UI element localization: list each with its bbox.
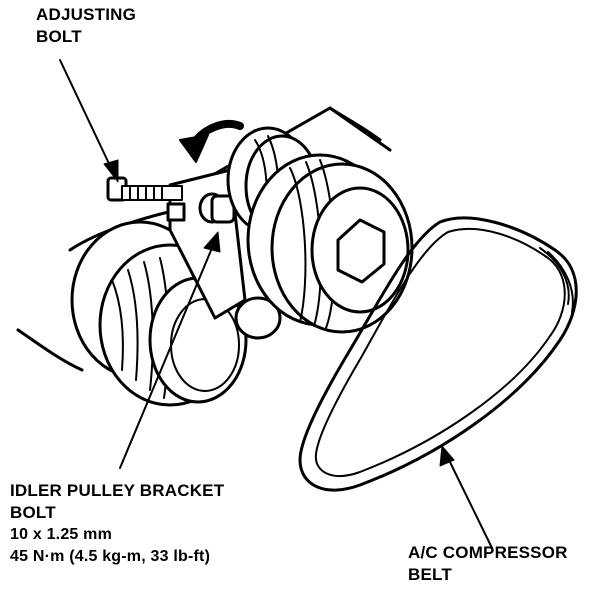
ac-compressor-belt-label: A/C COMPRESSOR BELT: [408, 542, 568, 586]
adjusting-bolt-label: ADJUSTING BOLT: [36, 4, 136, 48]
ac-belt-label-line1: A/C COMPRESSOR: [408, 543, 568, 562]
idler-bolt-size: 10 x 1.25 mm: [10, 526, 113, 543]
leader-arrowheads: [103, 159, 455, 467]
compressor-belt: [298, 216, 578, 492]
adjusting-bolt-label-line2: BOLT: [36, 27, 82, 46]
idler-bolt-label-line2: BOLT: [10, 503, 56, 522]
rotation-arrow: [179, 120, 244, 163]
leader-lines: [59, 59, 493, 549]
ac-belt-label-line2: BELT: [408, 565, 452, 584]
adjusting-bolt-label-line1: ADJUSTING: [36, 5, 137, 24]
compressor-pulley: [246, 153, 414, 334]
idler-bolt-torque: 45 N·m (4.5 kg-m, 33 lb-ft): [10, 548, 211, 565]
idler-bracket-bolt-shape: [198, 192, 236, 224]
idler-bolt-label-line1: IDLER PULLEY BRACKET: [10, 481, 225, 500]
idler-pulley-bracket-bolt-label: IDLER PULLEY BRACKET BOLT 10 x 1.25 mm 4…: [10, 480, 224, 568]
